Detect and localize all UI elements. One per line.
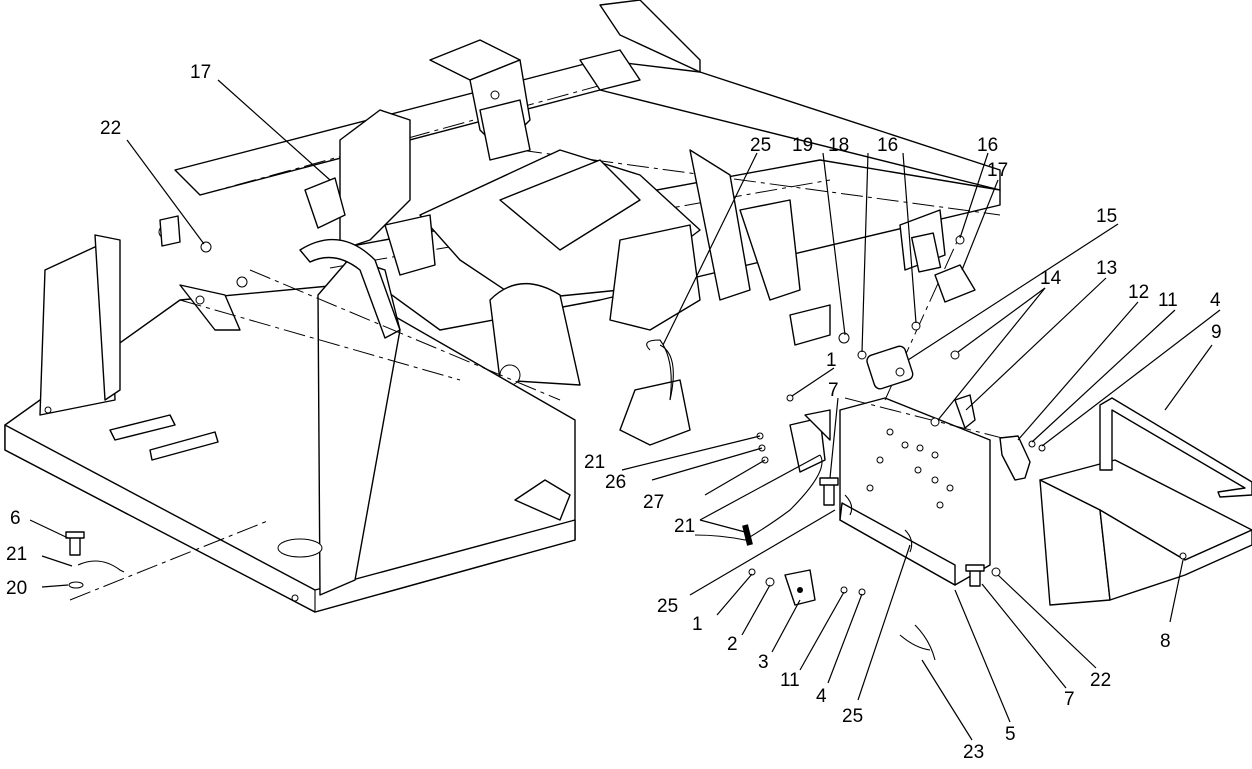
callout-16-a: 16 — [877, 135, 898, 156]
callout-5: 5 — [1005, 724, 1016, 745]
callout-22-left: 22 — [100, 118, 121, 139]
mounting-plate — [839, 234, 1011, 586]
callout-26: 26 — [605, 472, 626, 493]
callout-21-left: 21 — [6, 544, 27, 565]
callout-7-top: 7 — [828, 380, 839, 401]
callout-4-bottom: 4 — [816, 686, 827, 707]
callout-1-top: 1 — [826, 350, 837, 371]
callout-17-left: 17 — [190, 62, 211, 83]
callout-9: 9 — [1211, 322, 1222, 343]
shroud-cover — [1039, 459, 1252, 606]
callout-3: 3 — [758, 652, 769, 673]
callout-27: 27 — [643, 492, 664, 513]
bracket-12 — [999, 435, 1031, 481]
callout-21-a: 21 — [584, 452, 605, 473]
callout-2: 2 — [727, 634, 738, 655]
callout-21-b: 21 — [674, 516, 695, 537]
callout-18: 18 — [828, 135, 849, 156]
callout-4-right: 4 — [1210, 290, 1221, 311]
callout-8: 8 — [1160, 631, 1171, 652]
callout-17-right: 17 — [987, 160, 1008, 181]
callout-13: 13 — [1096, 258, 1117, 279]
callout-25-mid: 25 — [657, 596, 678, 617]
callout-11-right: 11 — [1158, 290, 1178, 311]
callout-19: 19 — [792, 135, 813, 156]
callout-25-top: 25 — [750, 135, 771, 156]
leader-lines — [29, 79, 1221, 741]
callout-16-b: 16 — [977, 135, 998, 156]
callout-25-bottom: 25 — [842, 706, 863, 727]
callout-15: 15 — [1096, 206, 1117, 227]
small-parts — [65, 177, 1187, 606]
callout-1-bottom: 1 — [692, 614, 703, 635]
callout-23: 23 — [963, 742, 984, 763]
rod-9 — [1099, 397, 1252, 498]
main-chassis — [4, 215, 576, 613]
callout-14: 14 — [1040, 268, 1062, 289]
callout-7-bottom: 7 — [1064, 689, 1075, 710]
callout-6: 6 — [10, 508, 21, 529]
callout-20: 20 — [6, 578, 27, 599]
callout-22-right: 22 — [1090, 670, 1111, 691]
callout-12: 12 — [1128, 282, 1149, 303]
callout-labels: 17 22 25 19 18 16 16 17 15 14 13 12 11 4… — [6, 62, 1222, 763]
callout-11-bottom: 11 — [780, 670, 800, 691]
wire-harnesses — [77, 344, 936, 661]
